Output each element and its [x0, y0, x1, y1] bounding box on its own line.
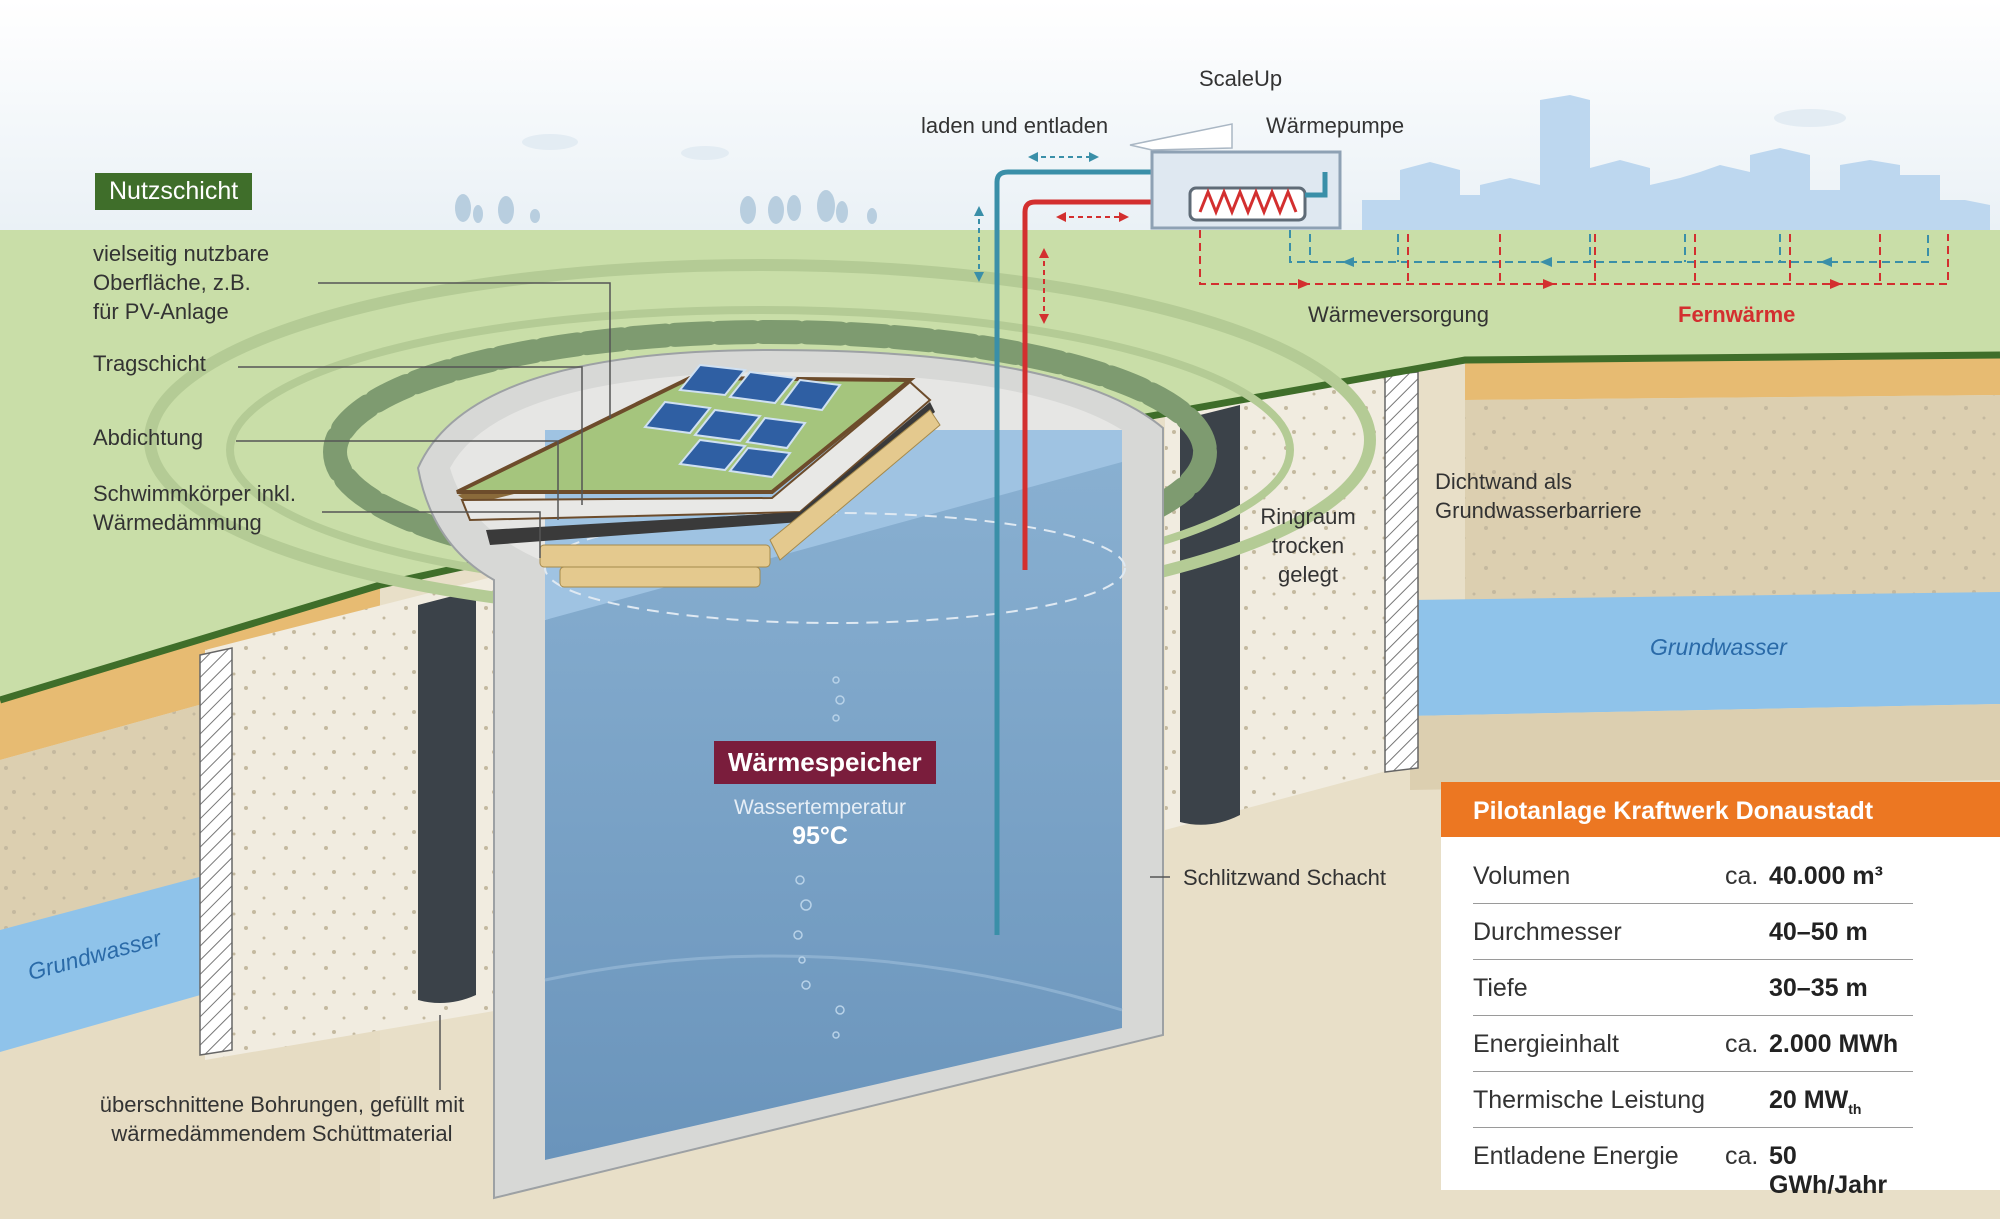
label-waermespeicher: Wärmespeicher	[714, 741, 936, 784]
label-fernwaerme: Fernwärme	[1678, 302, 1796, 327]
floating-elements	[539, 409, 941, 588]
heat-pump-coil	[1198, 187, 1298, 217]
label-oberflaeche: vielseitig nutzbare Oberfläche, z.B. für…	[93, 241, 270, 324]
label-schlitzwand: Schlitzwand Schacht	[1183, 865, 1386, 890]
city-skyline	[1362, 95, 1990, 230]
pilot-plant-infobox: Pilotanlage Kraftwerk Donaustadt Volumen…	[1441, 782, 2000, 1199]
support-layer	[460, 380, 932, 522]
label-nutzschicht: Nutzschicht	[95, 173, 253, 210]
pipe-red	[1022, 199, 1190, 570]
infobox-row: Thermische Leistung 20 MWth	[1473, 1072, 1913, 1128]
label-ringraum: Ringraum trocken gelegt	[1260, 504, 1356, 587]
infobox-row: Durchmesser 40–50 m	[1473, 904, 1913, 960]
bored-pile-right	[1180, 405, 1240, 825]
pv-panels	[643, 363, 842, 479]
leader-lines	[236, 282, 1170, 1090]
label-laden-entladen: laden und entladen	[921, 113, 1109, 138]
groundwater-left	[0, 872, 218, 1052]
sealing-wall-right	[1384, 371, 1419, 773]
clouds	[522, 109, 1846, 160]
label-waermepumpe: Wärmepumpe	[1266, 113, 1405, 138]
infobox-row: Entladene Energie ca. 50 GWh/Jahr	[1473, 1142, 1888, 1199]
infobox-row: Tiefe 30–35 m	[1473, 960, 1913, 1016]
storage-water	[545, 430, 1122, 1160]
label-tragschicht: Tragschicht	[93, 351, 206, 376]
label-waermeversorgung: Wärmeversorgung	[1308, 302, 1489, 327]
infobox-row: Energieinhalt ca. 2.000 MWh	[1473, 1016, 1913, 1072]
label-dichtwand: Dichtwand als Grundwasserbarriere	[1435, 469, 1642, 523]
label-bohrungen: überschnittene Bohrungen, gefüllt mit wä…	[99, 1092, 465, 1146]
flow-arrows	[1298, 257, 1842, 289]
label-scaleup: ScaleUp	[1199, 66, 1283, 91]
trees	[455, 190, 877, 224]
topsoil-left	[0, 585, 380, 760]
temperature-value: 95°C	[792, 822, 848, 850]
sealing-layer	[486, 402, 935, 545]
label-groundwater-right: Grundwasser	[1650, 634, 1787, 660]
label-wassertemperatur: Wassertemperatur	[734, 796, 906, 819]
label-schwimmkoerper: Schwimmkörper inkl. Wärmedämmung	[93, 481, 296, 535]
bubbles	[793, 676, 845, 1039]
label-abdichtung: Abdichtung	[93, 425, 204, 450]
charge-arrows	[978, 156, 1125, 320]
infobox-row: Volumen ca. 40.000 m³	[1473, 848, 1913, 904]
infobox-title: Pilotanlage Kraftwerk Donaustadt	[1441, 782, 2000, 837]
heat-pump-unit	[1188, 186, 1307, 222]
topsoil-right	[1465, 355, 2000, 400]
groundwater-right	[1410, 592, 2000, 716]
district-heating-network	[1199, 230, 1949, 285]
pipe-blue	[994, 169, 1330, 935]
bored-pile-left	[418, 590, 476, 1004]
sealing-wall-left	[199, 647, 233, 1056]
